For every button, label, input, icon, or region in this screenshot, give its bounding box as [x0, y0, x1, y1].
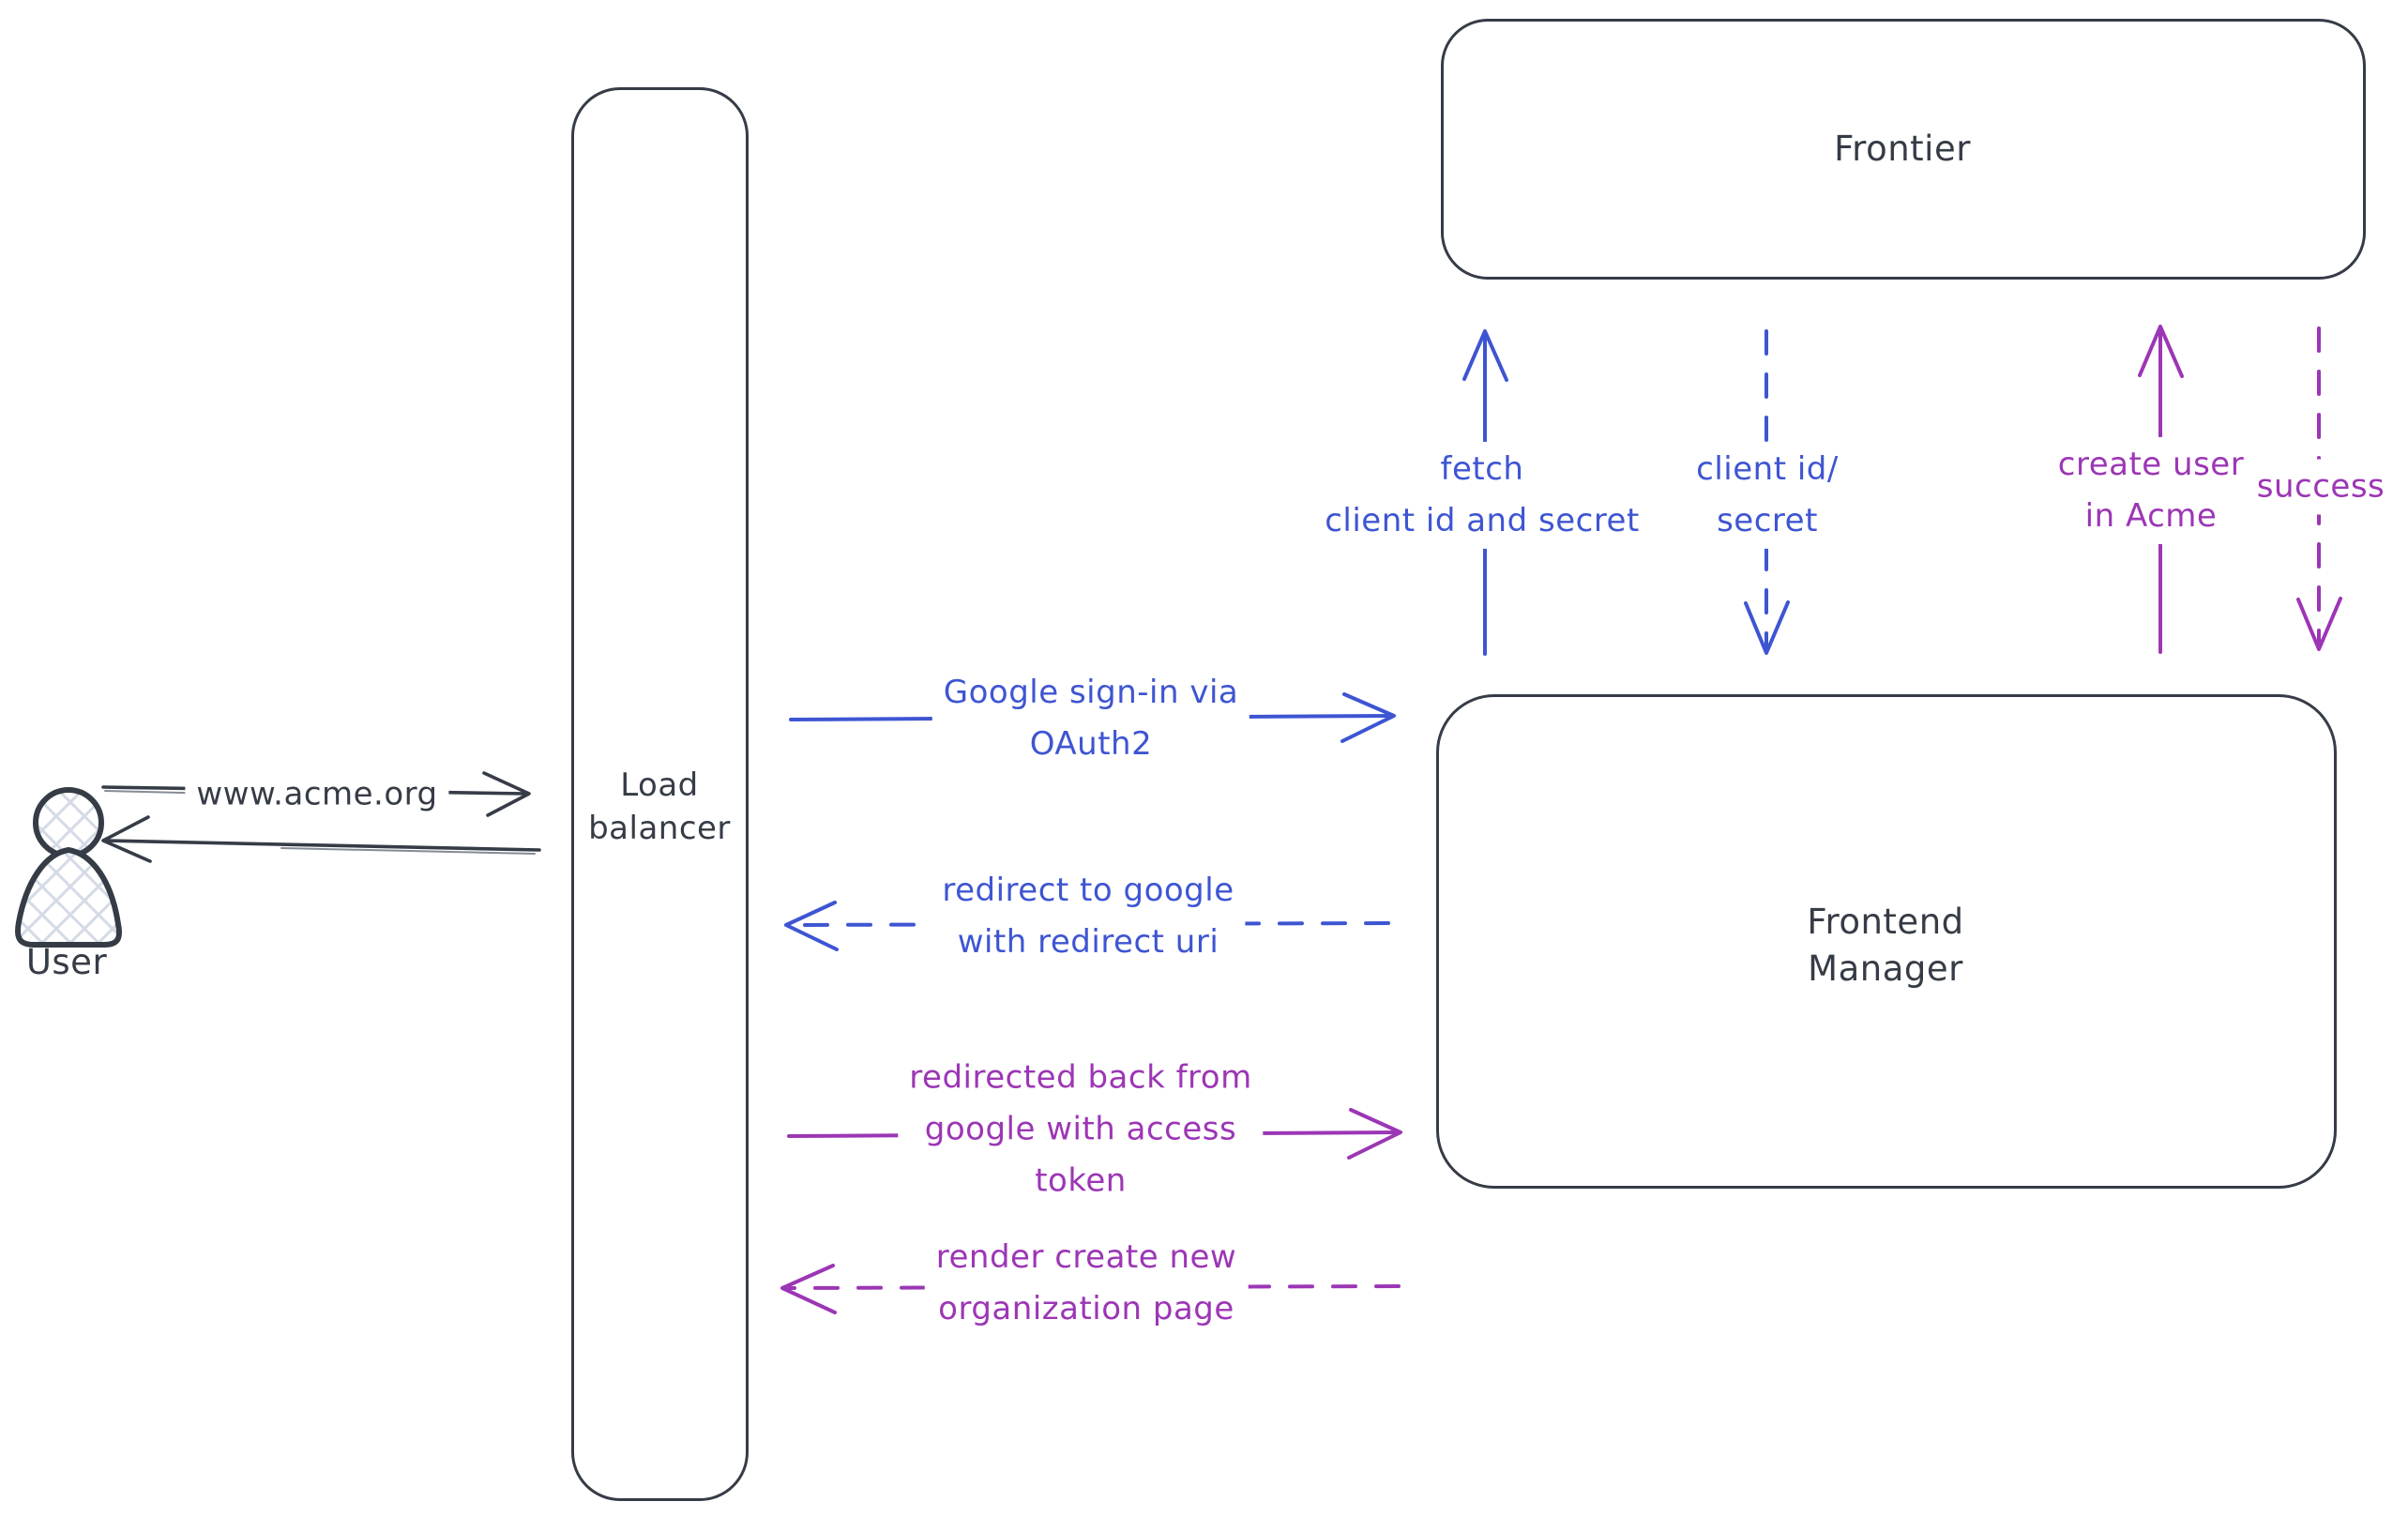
msg-redirected-back: redirected back from google with access …: [898, 1050, 1264, 1209]
arrowhead-up: [1462, 329, 1508, 382]
msg-www-acme: www.acme.org: [185, 766, 449, 823]
msg-create-user: create user in Acme: [2046, 436, 2256, 545]
msg-render-create-org: render create new organization page: [924, 1229, 1249, 1338]
arrowhead-down: [1744, 600, 1790, 655]
arrowhead-up: [2138, 325, 2184, 378]
msg-client-id-secret: client id/ secret: [1685, 441, 1850, 550]
arrow-reply-to-user: [101, 815, 541, 863]
arrowhead-left: [784, 901, 839, 951]
frontend-manager-box: [1436, 694, 2337, 1189]
load-balancer-box: [571, 87, 749, 1501]
arrowhead-right: [1340, 692, 1396, 743]
frontend-manager-label: Frontend Manager: [1807, 902, 1964, 989]
arrow-success: [2296, 326, 2342, 651]
arrowhead-right: [482, 771, 531, 817]
msg-fetch-client: fetch client id and secret: [1313, 441, 1651, 550]
frontier-label: Frontier: [1834, 129, 1971, 170]
arrowhead-left: [780, 1264, 837, 1314]
arrowhead-left: [101, 815, 152, 863]
arrowhead-right: [1347, 1108, 1402, 1160]
arrow-client-id-secret: [1744, 329, 1790, 655]
user-label: User: [25, 942, 108, 983]
msg-redirect-to-google: redirect to google with redirect uri: [931, 862, 1246, 971]
load-balancer-label: Load balancer: [588, 766, 731, 847]
msg-success: success: [2245, 459, 2397, 515]
user-figure-icon: [14, 787, 123, 948]
msg-google-signin: Google sign-in via OAuth2: [931, 664, 1250, 773]
arrowhead-down: [2296, 597, 2342, 651]
frontier-box: [1441, 19, 2366, 280]
